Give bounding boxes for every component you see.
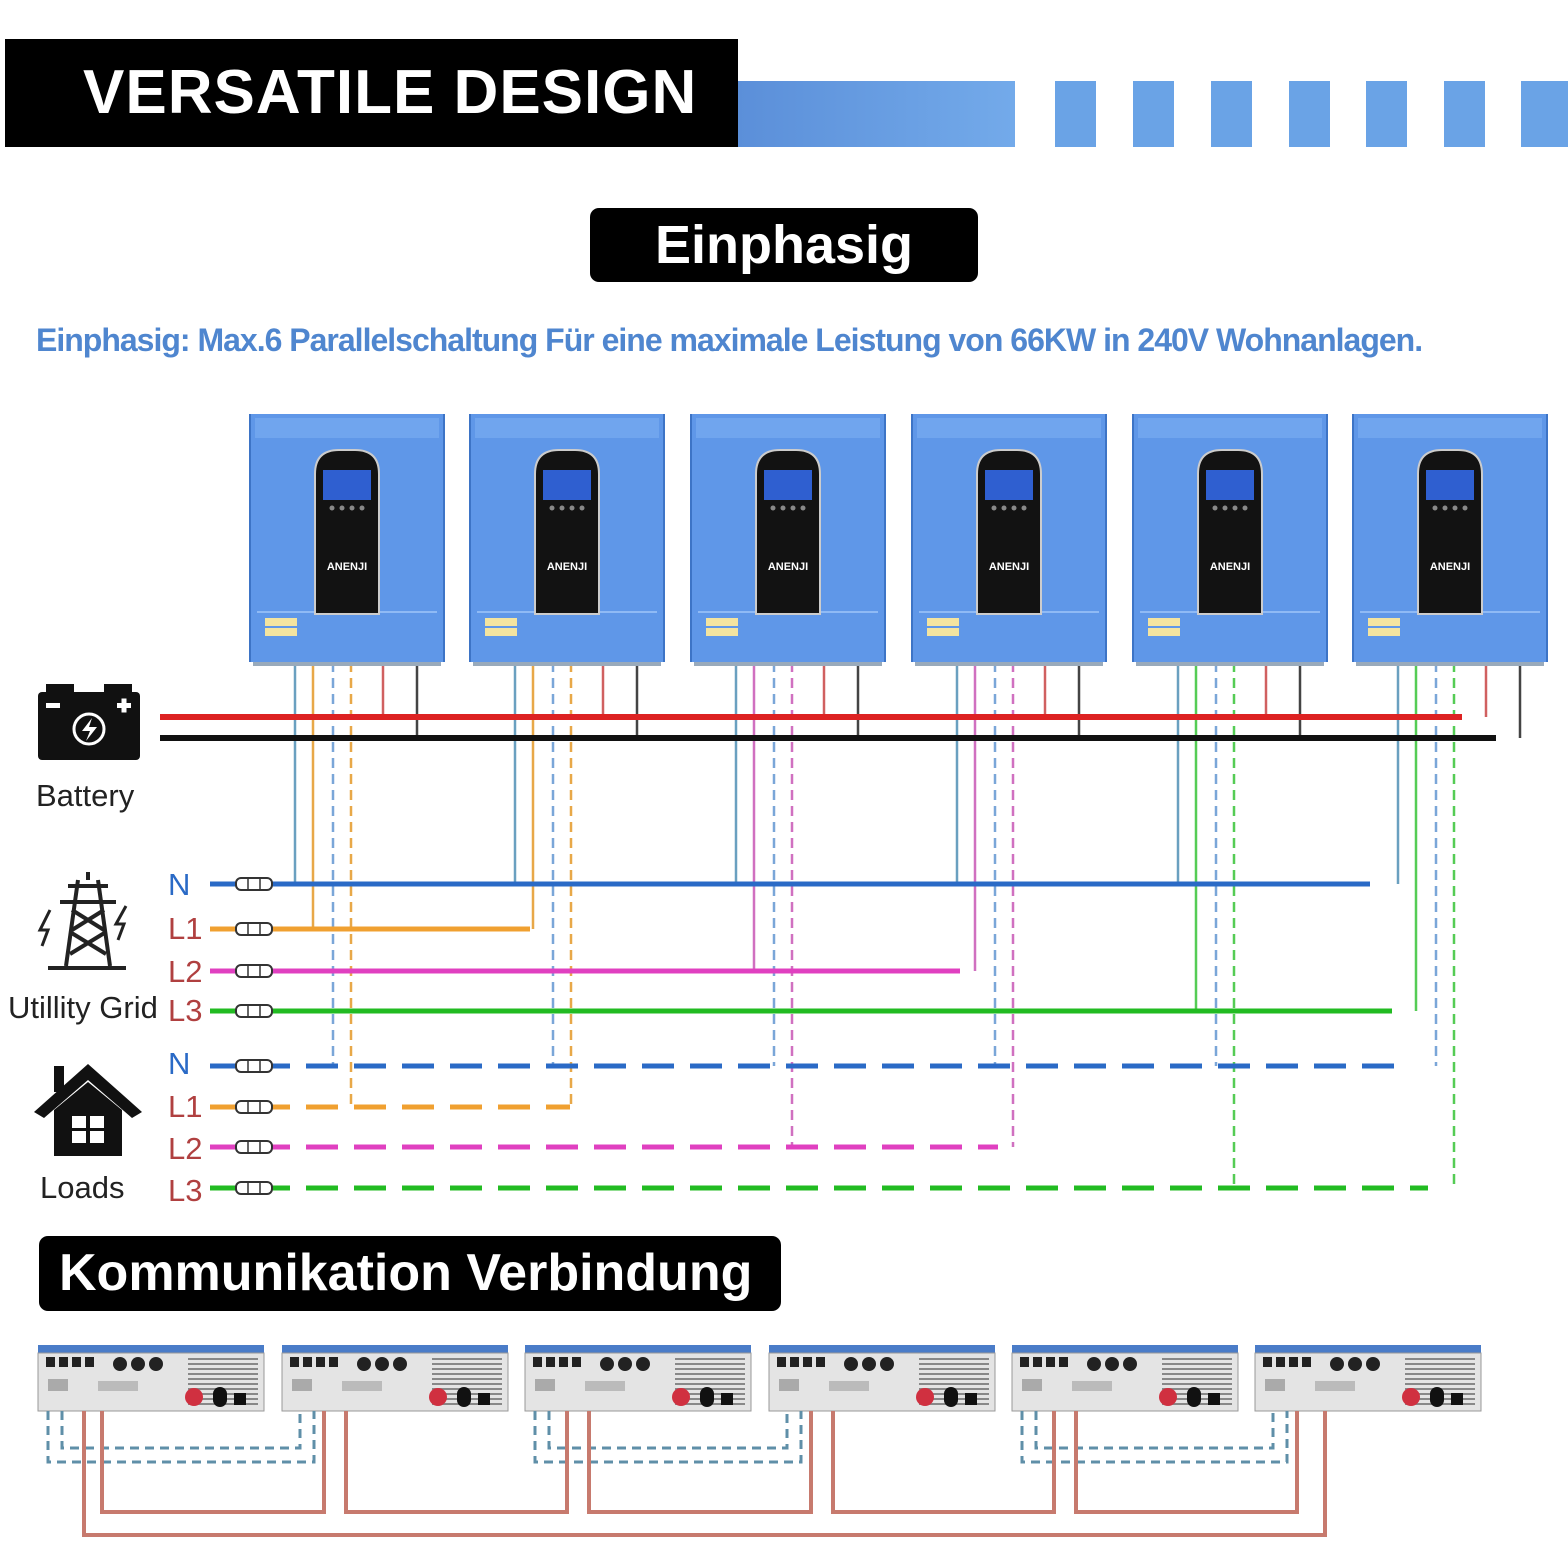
comm-cable-link xyxy=(344,1411,569,1514)
inverter-icon: ANENJI xyxy=(911,414,1107,666)
grid-phase-label-l2: L2 xyxy=(168,954,202,989)
inverter-bottom-icon xyxy=(1254,1345,1482,1412)
lcd-screen xyxy=(1206,470,1254,500)
header-accent-square xyxy=(1366,81,1407,147)
lcd-screen xyxy=(1426,470,1474,500)
terminal-icon xyxy=(235,1100,273,1114)
communication-title: Kommunikation Verbindung xyxy=(39,1236,781,1311)
lcd-screen xyxy=(323,470,371,500)
loads-label: Loads xyxy=(40,1170,125,1205)
header-accent-square xyxy=(1444,81,1485,147)
terminal-icon xyxy=(235,877,273,891)
header-accent-square xyxy=(1211,81,1252,147)
loads-phase-label-l1: L1 xyxy=(168,1089,202,1124)
comm-cable-link xyxy=(587,1411,813,1514)
battery-label: Battery xyxy=(36,778,135,813)
inverter-icon: ANENJI xyxy=(249,414,445,666)
inverter-bottom-icon xyxy=(1011,1345,1239,1412)
comm-dashed-loop xyxy=(533,1411,803,1464)
grid-phase-label-n: N xyxy=(168,867,190,902)
inverter-icon: ANENJI xyxy=(690,414,886,666)
header-accent-square xyxy=(1289,81,1330,147)
loads-phase-label-l3: L3 xyxy=(168,1173,202,1208)
terminal-icon xyxy=(235,1004,273,1018)
inverter-icon: ANENJI xyxy=(469,414,665,666)
loads-phase-label-n: N xyxy=(168,1046,190,1081)
inverter-icon: ANENJI xyxy=(1352,414,1548,666)
inverter-bottom-icon xyxy=(768,1345,996,1412)
header-accent-square xyxy=(1133,81,1174,147)
house-icon xyxy=(34,1064,142,1156)
header-accent-bar xyxy=(738,81,1015,147)
lcd-screen xyxy=(764,470,812,500)
section-subtitle: Einphasig: Max.6 Parallelschaltung Für e… xyxy=(36,322,1423,358)
terminal-icon xyxy=(235,922,273,936)
header-accent-square xyxy=(1521,81,1568,147)
brand-logo: ANENJI xyxy=(989,561,1029,573)
comm-dashed-loop xyxy=(547,1411,789,1450)
header-title: VERSATILE DESIGN xyxy=(5,39,738,147)
lcd-screen xyxy=(543,470,591,500)
grid-label: Utillity Grid xyxy=(8,990,158,1025)
comm-cable-link xyxy=(831,1411,1056,1514)
comm-cable-link xyxy=(100,1411,326,1514)
inverter-bottom-icon xyxy=(524,1345,752,1412)
brand-logo: ANENJI xyxy=(1210,561,1250,573)
comm-dashed-loop xyxy=(1020,1411,1289,1464)
comm-dashed-loop xyxy=(1034,1411,1275,1450)
section-title: Einphasig xyxy=(590,208,978,282)
battery-icon xyxy=(38,684,140,760)
brand-logo: ANENJI xyxy=(327,561,367,573)
inverter-icon: ANENJI xyxy=(1132,414,1328,666)
terminal-icon xyxy=(235,1059,273,1073)
comm-dashed-loop xyxy=(46,1411,316,1464)
grid-phase-label-l1: L1 xyxy=(168,911,202,946)
header-accent-square xyxy=(1055,81,1096,147)
comm-cable-outer xyxy=(82,1411,1327,1537)
comm-dashed-loop xyxy=(60,1411,302,1450)
brand-logo: ANENJI xyxy=(547,561,587,573)
terminal-icon xyxy=(235,964,273,978)
terminal-icon xyxy=(235,1181,273,1195)
inverter-bottom-icon xyxy=(37,1345,265,1412)
loads-phase-label-l2: L2 xyxy=(168,1131,202,1166)
lcd-screen xyxy=(985,470,1033,500)
brand-logo: ANENJI xyxy=(768,561,808,573)
comm-cable-link xyxy=(1074,1411,1299,1514)
terminal-icon xyxy=(235,1140,273,1154)
brand-logo: ANENJI xyxy=(1430,561,1470,573)
utility-tower-icon xyxy=(37,872,128,970)
inverter-bottom-icon xyxy=(281,1345,509,1412)
grid-phase-label-l3: L3 xyxy=(168,993,202,1028)
